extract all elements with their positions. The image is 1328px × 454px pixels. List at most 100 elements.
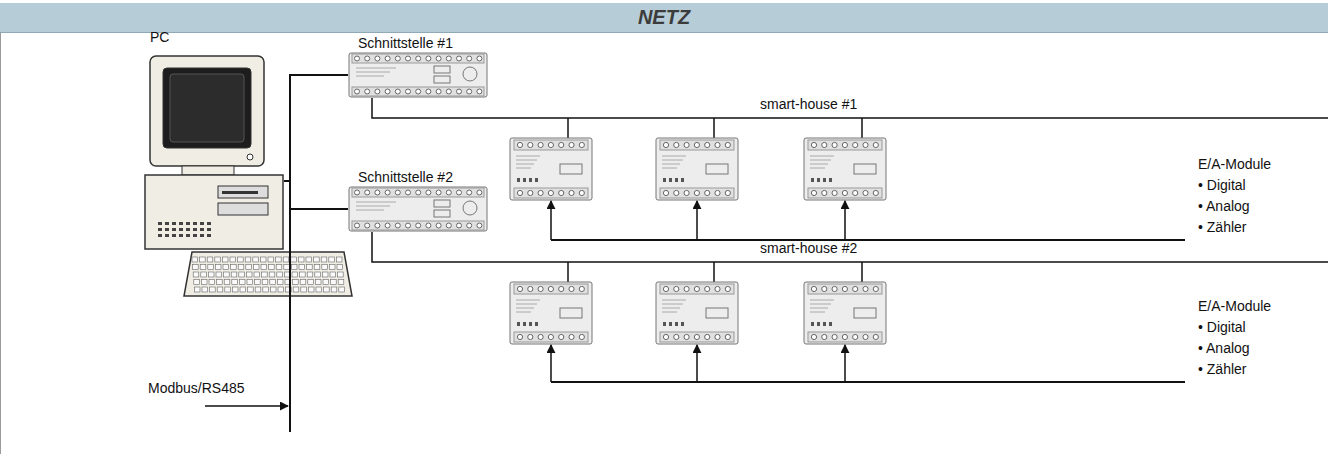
keyboard-key: [253, 257, 259, 262]
terminal-screw: [832, 142, 837, 147]
terminal-screw: [725, 286, 730, 291]
terminal-screw: [395, 89, 400, 94]
keyboard-key: [293, 280, 299, 285]
terminal-strip: [352, 54, 484, 63]
device-print: [356, 210, 384, 211]
case-vent: [186, 222, 190, 225]
keyboard-key: [215, 265, 221, 270]
terminal-screw: [416, 56, 421, 61]
case-vent: [172, 228, 176, 231]
bus-line: [289, 181, 291, 432]
terminal-screw: [579, 334, 584, 339]
case-vent: [200, 228, 204, 231]
terminal-screw: [426, 190, 431, 195]
node-label: Schnittstelle #2: [348, 168, 488, 186]
keyboard-key: [315, 272, 321, 277]
terminal-screw: [674, 142, 679, 147]
terminal-screw: [395, 223, 400, 228]
node-label: PC: [140, 28, 284, 46]
terminal-screw: [548, 190, 553, 195]
terminal-screw: [842, 190, 847, 195]
keyboard-key: [217, 280, 223, 285]
keyboard-key: [192, 257, 198, 262]
module-window: [560, 308, 582, 318]
module-print: [810, 160, 831, 161]
terminal-strip: [660, 284, 734, 294]
module-print: [662, 300, 686, 301]
network-label: • Analog: [1198, 197, 1250, 215]
terminal-screw: [663, 190, 668, 195]
case-vent: [165, 228, 169, 231]
module-led: [523, 178, 526, 182]
bus-connector: [284, 181, 348, 209]
terminal-screw: [559, 334, 564, 339]
power-button: [247, 154, 253, 160]
network-label: smart-house #2: [760, 239, 857, 257]
case-vent: [193, 228, 197, 231]
module-print: [516, 160, 537, 161]
terminal-strip: [352, 188, 484, 197]
module-print: [662, 168, 677, 169]
module-print: [810, 300, 834, 301]
pc-illustration: [145, 56, 352, 296]
keyboard-key: [239, 272, 245, 277]
network-label: • Zähler: [1198, 360, 1246, 378]
keyboard-key: [254, 272, 260, 277]
title-rule: [0, 32, 1328, 33]
keyboard-key: [246, 265, 252, 270]
terminal-screw: [467, 190, 472, 195]
module-print: [662, 312, 677, 313]
module-housing: [510, 138, 592, 200]
keyboard-key: [194, 280, 200, 285]
terminal-screw: [406, 190, 411, 195]
terminal-strip: [808, 140, 882, 150]
terminal-screw: [446, 190, 451, 195]
terminal-screw: [569, 142, 574, 147]
terminal-strip: [660, 332, 734, 342]
terminal-screw: [842, 286, 847, 291]
terminal-screw: [863, 142, 868, 147]
keyboard-key: [330, 272, 336, 277]
keyboard-key: [225, 287, 231, 292]
terminal-screw: [385, 89, 390, 94]
case-vent: [200, 222, 204, 225]
terminal-screw: [694, 190, 699, 195]
keyboard-key: [194, 287, 200, 292]
terminal-strip: [352, 221, 484, 230]
module-led: [817, 322, 820, 326]
terminal-screw: [406, 89, 411, 94]
case-vent: [158, 222, 162, 225]
terminal-screw: [477, 89, 482, 94]
module-print: [810, 308, 828, 309]
terminal-screw: [674, 286, 679, 291]
terminal-strip: [514, 188, 588, 198]
terminal-screw: [842, 334, 847, 339]
terminal-screw: [517, 334, 522, 339]
module-led: [529, 322, 532, 326]
terminal-screw: [436, 56, 441, 61]
module-led: [675, 178, 678, 182]
terminal-screw: [715, 286, 720, 291]
module-print: [810, 156, 834, 157]
terminal-screw: [355, 56, 360, 61]
keyboard-key: [277, 280, 283, 285]
case-vent: [207, 222, 211, 225]
terminal-screw: [579, 142, 584, 147]
case-vent: [207, 234, 211, 237]
diagram-title: NETZ: [0, 3, 1328, 32]
drive-bay: [218, 186, 268, 198]
terminal-screw: [385, 56, 390, 61]
device-knob: [463, 201, 477, 215]
terminal-screw: [853, 334, 858, 339]
terminal-screw: [426, 56, 431, 61]
terminal-screw: [416, 89, 421, 94]
terminal-screw: [873, 190, 878, 195]
pc-node: PC: [140, 28, 284, 298]
terminal-screw: [457, 223, 462, 228]
keyboard-key: [277, 272, 283, 277]
module-print: [662, 164, 680, 165]
keyboard-key: [321, 257, 327, 262]
terminal-screw: [436, 89, 441, 94]
keyboard-key: [232, 280, 238, 285]
keyboard-key: [324, 287, 330, 292]
